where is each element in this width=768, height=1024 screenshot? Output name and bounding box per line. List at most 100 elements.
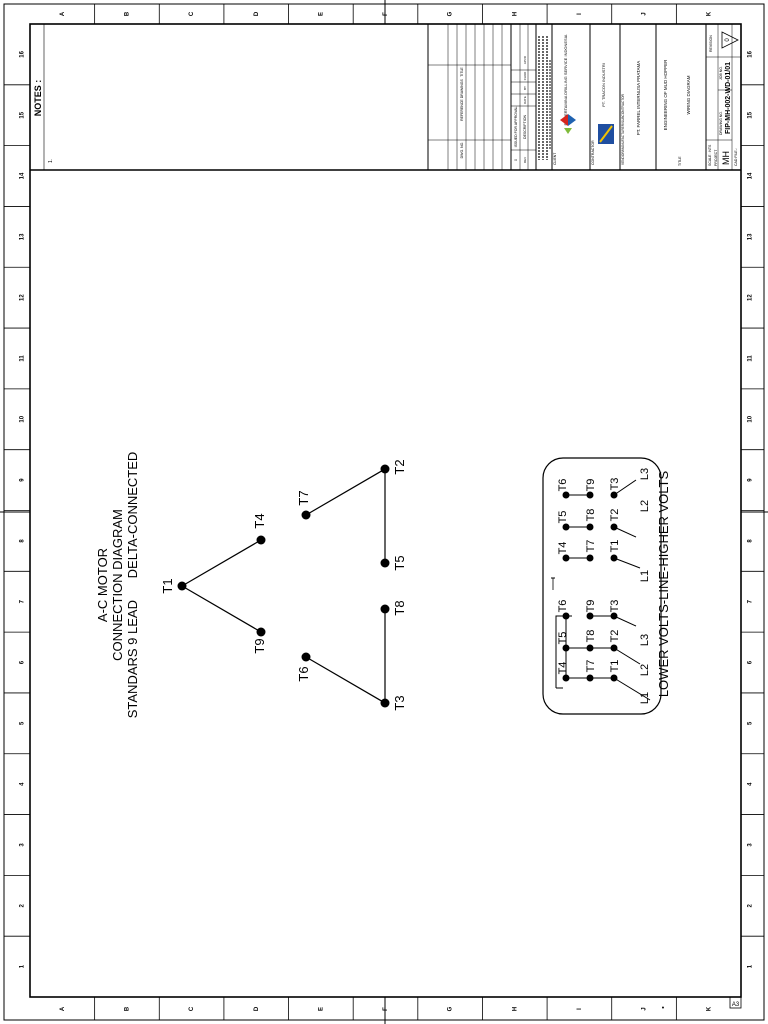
rev-col-date: DATE [523,96,527,104]
zone-letter-k: K [706,11,712,16]
rev-col-by: BY [523,86,527,90]
terminal-dot-t3 [380,698,390,708]
zone-letter-e: E [318,12,324,16]
zone-number-14: 14 [20,172,26,179]
winding-t7-t2 [305,468,386,516]
zone-letter-k: K [706,1006,712,1011]
tracon-logo [598,124,614,144]
connection-box: LOWER VOLTS-LINE-HIGHER VOLTS T4 [542,457,671,715]
high-voltage-arrangement: T4 T5 T6 T7 T8 T9 T1 T2 T3 L1 L2 L3 [557,468,651,582]
winding-t1-t9 [181,585,262,633]
winding-t6-t3 [305,656,386,704]
zone-number-5: 5 [20,721,26,725]
terminal-label-t7: T7 [296,490,311,505]
note-item-1: 1. [48,159,54,163]
high-bot-3: T3 [609,478,621,491]
terminal-dot-t9 [256,627,266,637]
zone-letter-a: A [60,11,66,16]
rev-code-value: 0 [514,159,518,161]
low-bot-2: T2 [609,630,621,643]
zone-number-8: 8 [20,539,26,543]
delta-winding-diagram [181,468,386,704]
zone-letter-c: C [189,11,195,16]
zone-number-16: 16 [20,50,26,57]
title-label: TITLE [678,156,682,166]
zone-number-13: 13 [20,233,26,240]
zone-letter-e: E [318,1007,324,1011]
low-voltage-arrangement: T4 T5 T6 T7 T8 T9 T1 T2 T3 L1 L2 L3 [555,600,651,704]
terminal-dot-t8 [380,604,390,614]
terminal-dot-t7 [301,510,311,520]
ref-title-header: TITLE [460,67,464,77]
cad-file-value: - [733,148,738,150]
terminal-dot-t2 [380,464,390,474]
high-bot-2: T2 [609,509,621,522]
zone-number-3: 3 [748,843,754,847]
terminal-label-t1: T1 [160,578,175,593]
rev-col-apvd: APVD [523,55,527,64]
high-top-3: T6 [557,479,569,492]
zone-letter-h: H [512,12,518,16]
zone-letter-f: F [383,1007,389,1011]
low-line-3: L3 [639,634,651,646]
low-line-2: L2 [639,664,651,676]
project-title: ENGINEERING OF MUD HOPPER [663,59,668,131]
zone-number-10: 10 [748,415,754,422]
zone-number-9: 9 [20,478,26,482]
rev-col-chkd: CHKD [523,71,527,80]
zone-number-8: 8 [748,539,754,543]
zone-number-16: 16 [748,50,754,57]
low-top-2: T5 [557,632,569,645]
zone-letter-j: J [642,12,648,15]
diagram-title-line-2: CONNECTION DIAGRAM [110,509,125,661]
zone-number-3: 3 [20,843,26,847]
zone-letter-b: B [125,11,131,16]
high-top-1: T4 [557,542,569,555]
high-mid-3: T9 [585,479,597,492]
contractor-label: CONTRACTOR [591,140,595,165]
low-line-1: L1 [639,692,651,704]
revision-row-1: ISSUED FOR APPROVAL [514,107,518,148]
vendor-label: VENDOR/MANUFACTURER/SUBCONTRACTOR [621,93,625,165]
terminal-label-t5: T5 [392,555,407,570]
connection-box-caption: LOWER VOLTS-LINE-HIGHER VOLTS [656,471,671,698]
terminal-label-t9: T9 [252,638,267,653]
zone-letter-i: I [577,13,583,15]
zone-number-2: 2 [748,903,754,907]
zone-number-11: 11 [748,355,754,362]
zone-number-1: 1 [748,964,754,968]
zone-number-7: 7 [20,599,26,603]
zone-letter-d: D [254,1006,260,1011]
drawing-title: WIRING DIAGRAM [686,75,691,114]
zone-number-11: 11 [20,355,26,362]
sheet-size-box [729,996,742,1009]
high-mid-1: T7 [585,540,597,553]
revision-row-2: DESCRIPTION [523,115,527,139]
revision-number: 0 [725,38,731,42]
zone-number-10: 10 [20,415,26,422]
terminal-label-t4: T4 [252,513,267,528]
vendor-name: PT. FARREL INTERNUSA PRATAMA [636,61,641,135]
terminal-label-t2: T2 [392,459,407,474]
drawing-no-label: DRAWING NO. [719,111,723,135]
zone-number-12: 12 [748,294,754,301]
sheet-size-dot: • [662,1005,665,1012]
low-mid-3: T9 [585,600,597,613]
high-line-1: L1 [639,570,651,582]
terminal-label-t8: T8 [392,600,407,615]
low-top-1: T4 [557,662,569,675]
zone-number-6: 6 [20,660,26,664]
zone-letter-b: B [125,1006,131,1011]
zone-number-1: 1 [20,964,26,968]
drawing-number: FIP-MH-002-WD-01/01 [725,62,732,134]
notes-title: NOTES : [33,80,43,117]
zone-number-2: 2 [20,903,26,907]
terminal-labels: T1 T4 T9 T7 T2 T5 T8 T6 T3 [160,459,407,710]
low-bot-1: T1 [609,660,621,673]
high-line-3: L3 [639,468,651,480]
client-name: PT. PERTAMINA DRILLING SERVICE INDONESIA [563,34,568,125]
sheet-size-label: A3 [732,1002,740,1008]
